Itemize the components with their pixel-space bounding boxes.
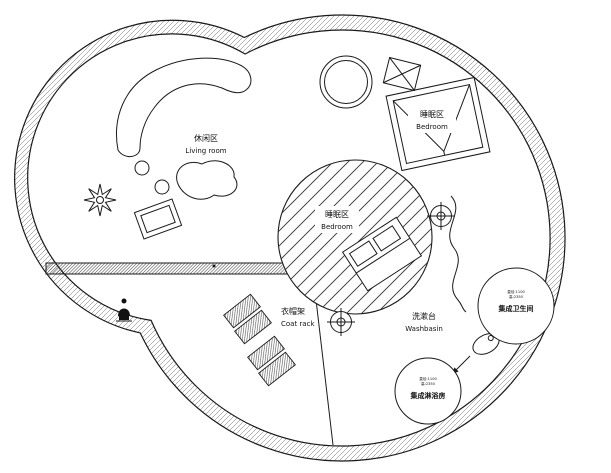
double-bed xyxy=(341,216,423,292)
figure-base xyxy=(119,316,129,320)
bench-frame xyxy=(133,198,183,240)
bedroom-right-zone: 睡眠区 Bedroom xyxy=(385,76,491,172)
coat-rack-box xyxy=(258,351,296,387)
coat-rack-unit xyxy=(247,335,285,371)
coat-rack-box xyxy=(247,335,285,371)
bedroom-center-label-en: Bedroom xyxy=(321,223,353,231)
coat-rack-unit xyxy=(234,309,272,345)
coat-rack-label-zh: 衣帽架 xyxy=(281,306,305,316)
coat-rack-unit xyxy=(223,293,261,329)
washbasin-label-en: Washbasin xyxy=(405,325,443,333)
bed-pillow xyxy=(372,225,402,252)
stool xyxy=(154,179,170,195)
bathroom-spec-2: 高:2350 xyxy=(509,294,524,299)
label-backing xyxy=(408,107,456,133)
bathroom-pod: 直径:1100 高:2350 集成卫生间 xyxy=(477,267,555,345)
bathroom-spec-1: 直径:1100 xyxy=(507,289,525,294)
ceiling-fixture xyxy=(427,202,455,230)
shower-spec-2: 高:2350 xyxy=(421,381,436,386)
marker-dot xyxy=(212,264,216,268)
bench xyxy=(133,198,183,240)
plant-leaves xyxy=(83,183,117,217)
coat-rack-unit xyxy=(258,351,296,387)
living-room-zone: 休闲区 Living room xyxy=(83,57,252,240)
coat-rack-box xyxy=(234,309,272,345)
living-label-zh: 休闲区 xyxy=(194,133,218,143)
bed-canopy-tip xyxy=(443,151,446,156)
wavy-partition xyxy=(449,195,467,313)
coat-rack-label-en: Coat rack xyxy=(281,320,315,328)
bedroom-floor-stripes xyxy=(278,160,432,314)
shower-label: 集成淋浴房 xyxy=(410,391,446,400)
round-table-inner xyxy=(324,60,368,104)
ceiling-fixture xyxy=(327,308,355,336)
shower-pod: 直径:1100 高:2350 集成淋浴房 xyxy=(394,357,462,425)
exterior-wall xyxy=(14,14,566,462)
curved-sofa xyxy=(116,57,252,157)
stool xyxy=(134,160,150,176)
direction-arrow xyxy=(452,355,471,374)
side-table-x xyxy=(382,56,422,92)
washbasin-label-zh: 洗漱台 xyxy=(412,311,436,321)
bathroom-label: 集成卫生间 xyxy=(498,304,534,313)
side-table-cross xyxy=(383,64,421,84)
washbasin-zone: 洗漱台 Washbasin xyxy=(405,311,500,374)
washbasin-icon xyxy=(472,333,500,355)
living-label-en: Living room xyxy=(185,147,226,155)
plant-icon xyxy=(83,183,117,217)
coffee-table xyxy=(176,160,238,200)
interior-wall-horizontal xyxy=(45,262,313,275)
plant-pot xyxy=(96,196,104,204)
bedroom-right-label-zh: 睡眠区 xyxy=(420,110,444,119)
coat-rack-zone: 衣帽架 Coat rack xyxy=(223,293,315,387)
round-table-top xyxy=(319,55,373,109)
figure-head xyxy=(121,298,127,304)
bed-sheet-line xyxy=(355,237,411,274)
round-table xyxy=(319,55,373,109)
shower-spec-1: 直径:1100 xyxy=(419,376,437,381)
label-backing xyxy=(315,206,359,233)
bedroom-right-label-en: Bedroom xyxy=(416,123,448,131)
coat-rack-box xyxy=(223,293,261,329)
bed-mattress xyxy=(341,216,423,292)
bench-cushion xyxy=(140,204,176,234)
bathroom-pod-outline xyxy=(477,267,555,345)
figure-body xyxy=(118,308,130,316)
shower-pod-outline xyxy=(394,357,462,425)
bed-pillow xyxy=(348,240,378,267)
bedroom-center-label-zh: 睡眠区 xyxy=(325,210,349,219)
bedroom-center-zone: 睡眠区 Bedroom xyxy=(277,159,433,315)
basin-drain xyxy=(487,335,494,342)
entry-figure-icon xyxy=(116,298,132,322)
